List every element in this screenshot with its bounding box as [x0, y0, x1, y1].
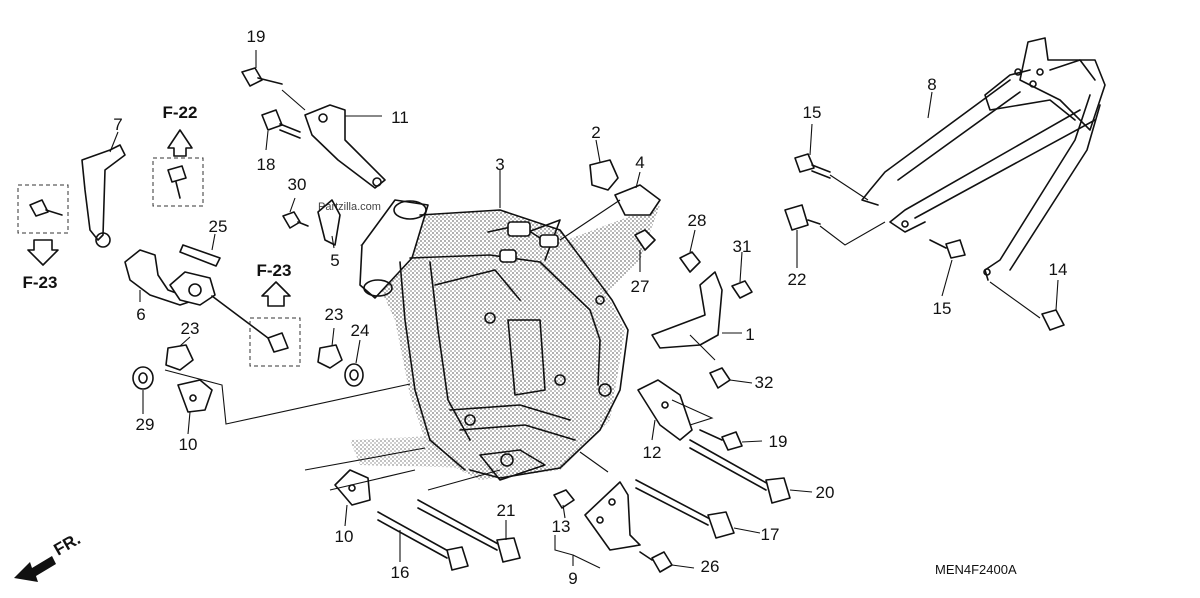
callout-19-top: 19: [247, 27, 266, 46]
bolt-20[interactable]: [689, 439, 791, 504]
callout-8: 8: [927, 75, 936, 94]
callout-4: 4: [635, 153, 644, 172]
callout-12: 12: [643, 443, 662, 462]
bolt-19-right[interactable]: [699, 429, 743, 451]
clip-4[interactable]: [614, 184, 661, 216]
callout-19-right: 19: [769, 432, 788, 451]
bolt-32[interactable]: [709, 367, 731, 389]
callout-24: 24: [351, 321, 370, 340]
rod-25[interactable]: [179, 244, 221, 267]
leader-lines: [109, 50, 1059, 569]
bolt-14[interactable]: [1041, 309, 1065, 331]
callout-30: 30: [288, 175, 307, 194]
diagram-code: MEN4F2400A: [935, 562, 1017, 577]
clamp-5[interactable]: [317, 199, 341, 246]
callout-28: 28: [688, 211, 707, 230]
callout-5: 5: [330, 251, 339, 270]
callout-14: 14: [1049, 260, 1068, 279]
arrow-up-icon: [167, 129, 193, 157]
callout-26: 26: [701, 557, 720, 576]
detail-box-f22: [152, 157, 204, 207]
arrow-up-icon: [261, 281, 291, 307]
nut-23-mid[interactable]: [317, 344, 343, 369]
nut-23-left[interactable]: [165, 344, 194, 371]
callout-15-bottom: 15: [933, 299, 952, 318]
bolt-15-bottom[interactable]: [929, 239, 966, 259]
bolt-30[interactable]: [282, 211, 309, 229]
bracket-7[interactable]: [81, 144, 126, 248]
bolt-16[interactable]: [377, 511, 469, 571]
callout-31: 31: [733, 237, 752, 256]
cover-9[interactable]: [584, 481, 641, 551]
main-frame[interactable]: [350, 199, 660, 481]
detail-box-f23-mid: [249, 317, 301, 367]
callout-2: 2: [591, 123, 600, 142]
callout-11: 11: [391, 108, 409, 127]
clip-2[interactable]: [589, 159, 619, 191]
callout-3: 3: [495, 155, 504, 174]
callout-15-top: 15: [803, 103, 822, 122]
subframe[interactable]: [861, 37, 1106, 281]
washer-29[interactable]: [132, 366, 154, 390]
ref-f23-left: F-23: [23, 273, 58, 292]
bracket-12[interactable]: [637, 379, 693, 441]
callout-22: 22: [788, 270, 807, 289]
callout-1: 1: [745, 325, 754, 344]
fitting-27[interactable]: [634, 229, 656, 251]
bolt-21[interactable]: [417, 499, 521, 563]
bracket-1[interactable]: [651, 271, 723, 349]
callout-27: 27: [631, 277, 650, 296]
callout-23-mid: 23: [325, 305, 344, 324]
front-arrow-icon: [14, 556, 56, 582]
callout-16: 16: [391, 563, 410, 582]
callout-21: 21: [497, 501, 516, 520]
nut-28[interactable]: [679, 251, 701, 273]
bolt-f23-left[interactable]: [29, 199, 63, 217]
front-label: FR.: [51, 529, 84, 559]
arrow-down-icon: [27, 239, 59, 266]
bolt-15-top[interactable]: [794, 153, 831, 179]
callout-10-bottom: 10: [335, 527, 354, 546]
bracket-11[interactable]: [304, 104, 386, 189]
bolt-19-top[interactable]: [241, 67, 283, 87]
bracket-25-mount[interactable]: [169, 271, 216, 306]
callout-29: 29: [136, 415, 155, 434]
nut-13[interactable]: [553, 489, 575, 509]
bolt-31[interactable]: [731, 280, 753, 299]
callout-7: 7: [113, 115, 122, 134]
callout-20: 20: [816, 483, 835, 502]
bolt-17[interactable]: [635, 479, 735, 539]
callout-23-left: 23: [181, 319, 200, 338]
bolt-18[interactable]: [261, 109, 301, 139]
callout-25: 25: [209, 217, 228, 236]
collar-22[interactable]: [784, 204, 821, 231]
bolt-f22[interactable]: [167, 165, 187, 199]
callout-32: 32: [755, 373, 774, 392]
detail-box-f23-left: [17, 184, 69, 234]
bolt-f23-mid[interactable]: [211, 295, 289, 353]
washer-24[interactable]: [344, 363, 364, 387]
callout-13: 13: [552, 517, 571, 536]
callout-10-left: 10: [179, 435, 198, 454]
watermark: Partzilla.com: [318, 201, 381, 213]
callout-18: 18: [257, 155, 276, 174]
callout-6: 6: [136, 305, 145, 324]
bracket-10-bottom[interactable]: [334, 469, 371, 506]
bracket-10-left[interactable]: [177, 379, 213, 413]
ref-f22: F-22: [163, 103, 198, 122]
callout-17: 17: [761, 525, 780, 544]
ref-f23-mid: F-23: [257, 261, 292, 280]
bolt-26[interactable]: [639, 551, 673, 573]
callout-9: 9: [568, 569, 577, 588]
